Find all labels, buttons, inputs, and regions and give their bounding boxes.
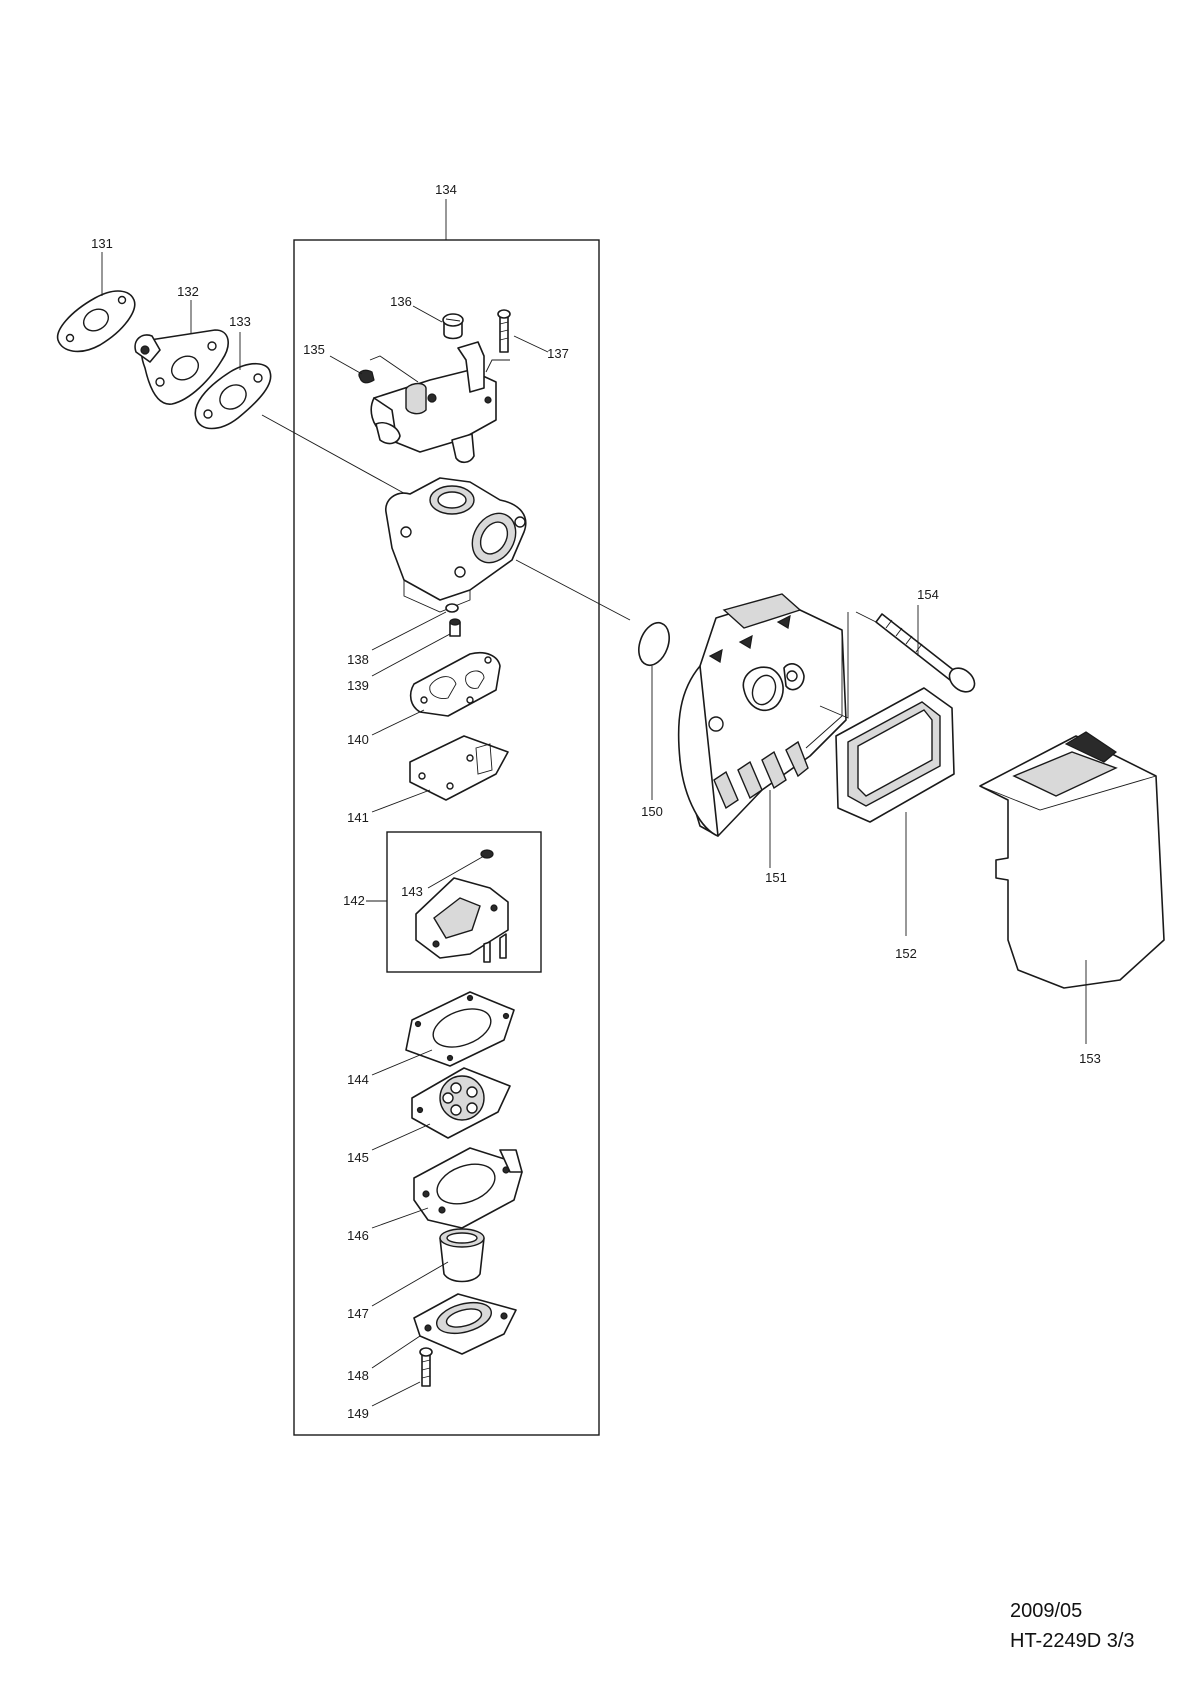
part-138-o-ring xyxy=(445,603,459,613)
part-137-screw xyxy=(497,309,511,353)
carburetor-body xyxy=(385,477,527,613)
label-138: 138 xyxy=(347,652,369,667)
leader-146 xyxy=(371,1207,429,1229)
label-137: 137 xyxy=(547,346,569,361)
leader-149 xyxy=(371,1381,421,1407)
leader-145 xyxy=(371,1123,431,1151)
part-151-air-cleaner-base xyxy=(677,593,847,837)
label-144: 144 xyxy=(347,1072,369,1087)
footer-date: 2009/05 xyxy=(1010,1600,1083,1622)
part-148-primer-retainer xyxy=(413,1293,517,1355)
part-140-pump-plate xyxy=(409,651,501,717)
label-139: 139 xyxy=(347,678,369,693)
label-148: 148 xyxy=(347,1368,369,1383)
label-153: 153 xyxy=(1079,1051,1101,1066)
part-152-air-filter-element xyxy=(835,687,955,823)
leader-141 xyxy=(371,789,431,813)
label-154: 154 xyxy=(917,587,939,602)
part-136-adjust-screw xyxy=(442,313,464,340)
leader-148 xyxy=(371,1335,421,1369)
part-150-o-ring xyxy=(638,621,670,667)
label-134: 134 xyxy=(435,182,457,197)
label-136: 136 xyxy=(390,294,412,309)
label-143: 143 xyxy=(401,884,423,899)
label-141: 141 xyxy=(347,810,369,825)
label-147: 147 xyxy=(347,1306,369,1321)
part-154-bolt xyxy=(875,613,976,693)
label-150: 150 xyxy=(641,804,663,819)
assembly-line-133-to-body xyxy=(261,414,421,503)
label-149: 149 xyxy=(347,1406,369,1421)
part-146-metering-cover xyxy=(413,1147,523,1229)
label-151: 151 xyxy=(765,870,787,885)
leader-147 xyxy=(371,1261,449,1307)
label-142: 142 xyxy=(343,893,365,908)
part-131-insulator-gasket xyxy=(56,290,136,353)
part-144-metering-gasket xyxy=(405,991,515,1067)
part-141-pump-diaphragm xyxy=(409,735,509,801)
part-135-clip xyxy=(358,369,375,384)
part-133-carburetor-gasket xyxy=(194,362,272,430)
leader-138 xyxy=(371,611,447,651)
leader-137 xyxy=(513,335,549,353)
part-139-fitting xyxy=(449,618,461,637)
part-142-pump-body xyxy=(415,877,509,963)
assembly-line-154-base xyxy=(819,612,849,719)
footer-model-page: HT-2249D 3/3 xyxy=(1010,1630,1135,1652)
carburetor-assembly-frame xyxy=(293,239,600,1436)
leader-135 xyxy=(329,355,363,375)
part-142-frame xyxy=(386,831,542,973)
label-145: 145 xyxy=(347,1150,369,1165)
label-140: 140 xyxy=(347,732,369,747)
leader-143 xyxy=(427,855,485,889)
assembly-line-154 xyxy=(855,611,877,623)
leader-140 xyxy=(371,709,425,736)
part-153-air-cleaner-cover xyxy=(979,731,1165,989)
part-132-carburetor-bracket xyxy=(134,329,229,405)
part-149-screw xyxy=(419,1347,433,1387)
part-145-metering-diaphragm xyxy=(411,1067,511,1139)
leader-144 xyxy=(371,1049,433,1076)
leader-136 xyxy=(412,305,443,323)
label-133: 133 xyxy=(229,314,251,329)
leader-139 xyxy=(371,633,451,677)
label-135: 135 xyxy=(303,342,325,357)
assembly-line-body-to-150 xyxy=(515,559,631,621)
throttle-lever-housing xyxy=(369,341,510,464)
part-147-primer-bulb xyxy=(439,1228,485,1283)
label-152: 152 xyxy=(895,946,917,961)
label-146: 146 xyxy=(347,1228,369,1243)
label-131: 131 xyxy=(91,236,113,251)
label-132: 132 xyxy=(177,284,199,299)
